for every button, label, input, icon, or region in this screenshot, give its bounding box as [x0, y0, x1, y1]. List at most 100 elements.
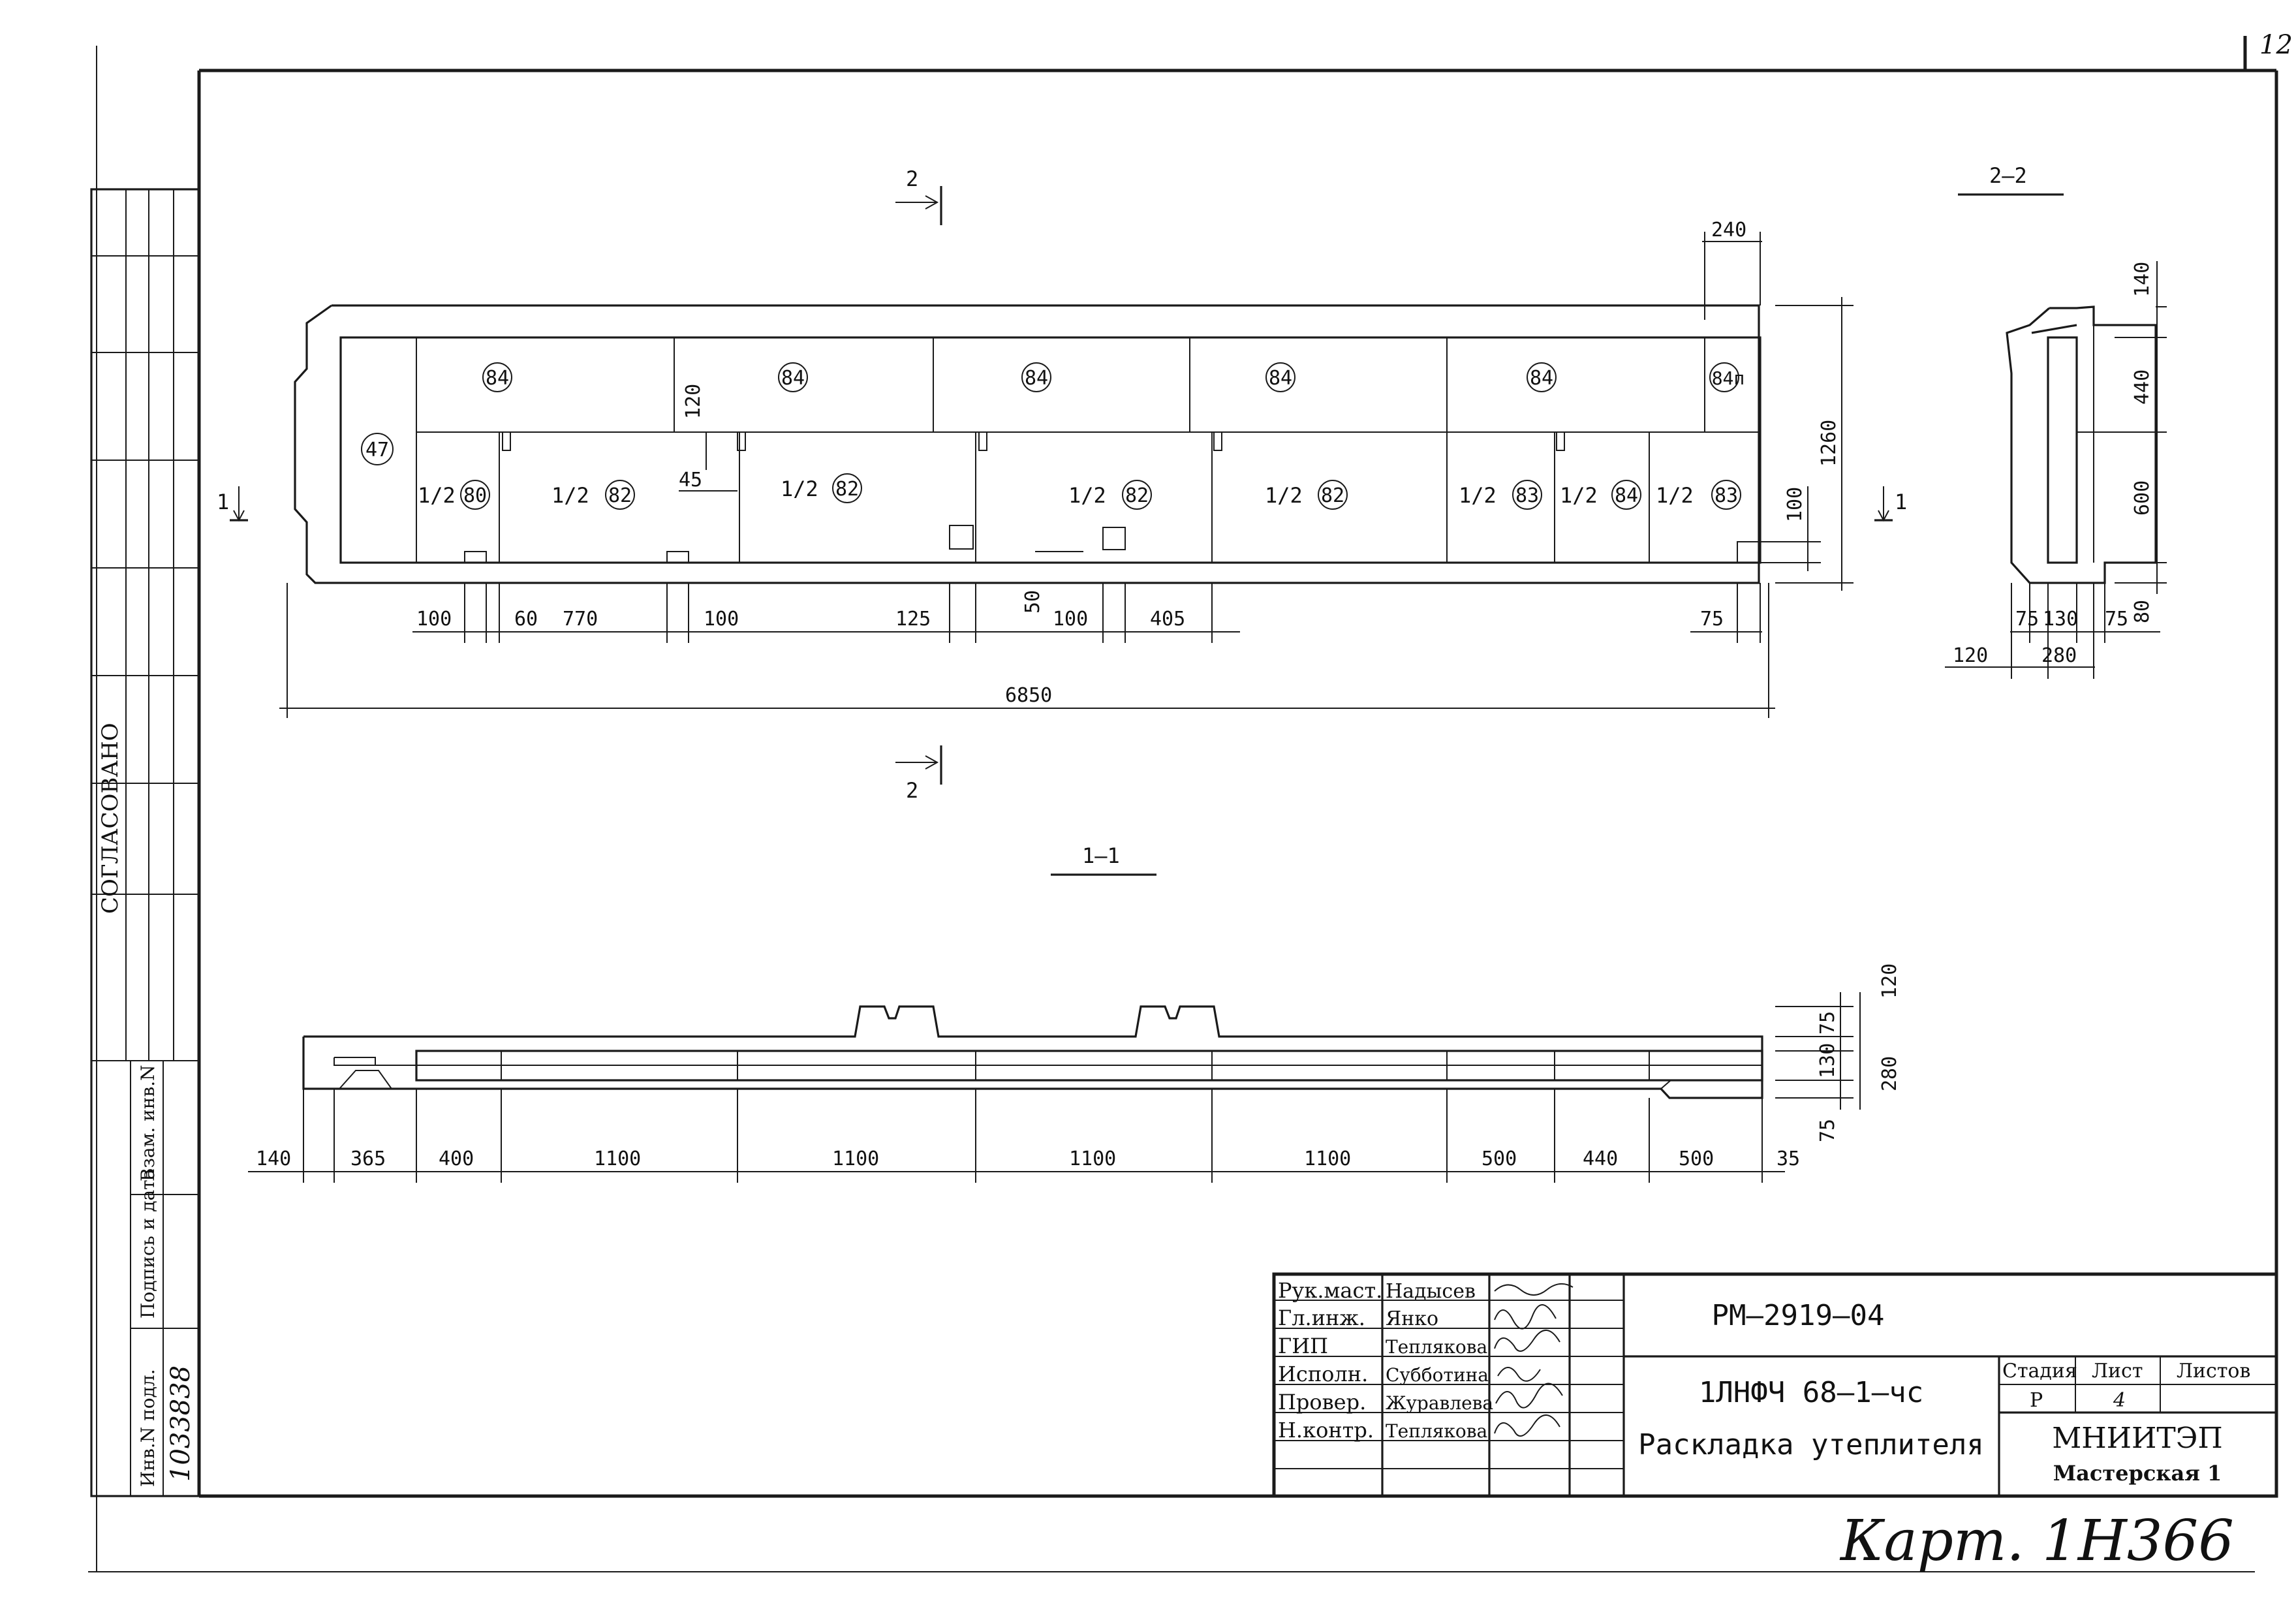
s22-dim: 75	[2015, 608, 2039, 631]
plan-top-mark: 84	[486, 367, 509, 390]
plan-dim-100: 100	[1784, 487, 1807, 522]
agreed-label: СОГЛАСОВАНО	[97, 723, 123, 914]
s11-dim: 1100	[594, 1148, 641, 1170]
plan-top-marks: 84 84 84 84 84 84п 47	[361, 362, 1745, 465]
lower-prefix: 1/2	[1068, 483, 1106, 508]
role-label: ГИП	[1278, 1334, 1328, 1358]
lower-mark: 82	[608, 484, 632, 507]
drawing-title: Раскладка утеплителя	[1638, 1428, 1984, 1461]
inv-orig-label: Инв.N подл.	[137, 1369, 159, 1487]
s11-dim: 130	[1816, 1043, 1839, 1078]
plan-lower-marks: 1/2 80 1/2 82 1/2 82 1/2 82 1/2 82 1/2 8…	[418, 473, 1741, 510]
stage-value: Р	[2030, 1389, 2043, 1412]
mark-circle	[1709, 362, 1739, 392]
plan-left-mark: 47	[365, 439, 389, 461]
dim-inner-50: 50	[1021, 590, 1044, 614]
handwritten-archive-note: Карт. 1Н366	[1839, 1508, 2234, 1574]
organization: МНИИТЭП	[2052, 1422, 2223, 1455]
signature-scribble	[1494, 1330, 1560, 1352]
lower-prefix: 1/2	[1265, 483, 1303, 508]
s11-dim: 120	[1878, 963, 1901, 999]
lower-prefix: 1/2	[781, 476, 818, 501]
sheet-frame	[88, 36, 2278, 1572]
mark-circle	[1711, 480, 1741, 510]
s22-dim: 600	[2131, 480, 2154, 516]
mark-circle	[1512, 480, 1542, 510]
signature-scribble	[1495, 1382, 1563, 1409]
section-1-1-view	[248, 992, 1861, 1183]
s11-dim: 75	[1816, 1119, 1839, 1142]
plan-dim: 100	[416, 608, 452, 631]
plan-view	[294, 304, 1761, 584]
title-block	[1272, 1272, 2278, 1498]
mark-circle	[1611, 480, 1641, 510]
plan-top-mark: 84	[1025, 367, 1048, 390]
s22-dim: 280	[2041, 644, 2077, 667]
s11-dim: 75	[1816, 1011, 1839, 1035]
mark-circle	[361, 433, 394, 465]
lower-prefix: 1/2	[1560, 483, 1598, 508]
cut-marker-1-left	[230, 486, 248, 522]
cut-marker-1-right	[1874, 486, 1893, 522]
plan-top-mark: 84	[1530, 367, 1553, 390]
s11-dim: 280	[1878, 1056, 1901, 1091]
mark-circle	[605, 480, 635, 510]
section-2-2-title: 2–2	[1989, 163, 2027, 188]
signature-scribble	[1494, 1414, 1560, 1437]
signatures	[1494, 1283, 1574, 1437]
role-label: Рук.маст.	[1278, 1278, 1382, 1303]
plan-dim-lines	[279, 232, 1854, 718]
role-label: Гл.инж.	[1278, 1305, 1365, 1330]
mark-circle	[460, 480, 490, 510]
s11-dim: 365	[350, 1148, 386, 1170]
mark-circle	[778, 362, 808, 392]
plan-dim-total: 6850	[1005, 684, 1052, 707]
plan-inner-dims	[679, 432, 1083, 552]
s11-dim: 440	[1583, 1148, 1618, 1170]
lower-prefix: 1/2	[418, 483, 456, 508]
s11-dim: 500	[1482, 1148, 1517, 1170]
plan-top-mark: 84	[781, 367, 805, 390]
lower-mark: 84	[1615, 484, 1638, 507]
dim-inner-45: 45	[679, 469, 702, 492]
lower-prefix: 1/2	[551, 483, 589, 508]
role-label: Провер.	[1278, 1390, 1366, 1414]
workshop: Мастерская 1	[2053, 1461, 2222, 1486]
lower-mark: 82	[835, 478, 859, 501]
s22-dim: 75	[2105, 608, 2128, 631]
signature-scribble	[1494, 1283, 1574, 1296]
plan-dim: 405	[1150, 608, 1185, 631]
lower-mark: 80	[463, 484, 487, 507]
plan-dim-1260: 1260	[1818, 420, 1840, 467]
inv-number: 1033838	[166, 1366, 196, 1482]
corner-sheet-number: 12	[2259, 30, 2293, 60]
s22-dim: 130	[2043, 608, 2078, 631]
s11-dim: 1100	[1069, 1148, 1116, 1170]
mark-circle	[1021, 362, 1051, 392]
sheet-value: 4	[2113, 1389, 2126, 1412]
s11-dim: 1100	[832, 1148, 879, 1170]
cut-1-left-label: 1	[217, 490, 229, 514]
s11-dim: 500	[1679, 1148, 1714, 1170]
replace-inv-label: Взам. инв.N	[137, 1065, 159, 1181]
cut-marker-2-bottom	[895, 745, 942, 785]
cut-2-bottom-label: 2	[906, 778, 918, 803]
sheets-label: Листов	[2177, 1360, 2250, 1382]
cut-1-right-label: 1	[1895, 490, 1907, 514]
plan-dim: 100	[1053, 608, 1088, 631]
plan-dim: 60	[514, 608, 538, 631]
s22-dim: 440	[2131, 369, 2154, 405]
plan-top-mark: 84	[1269, 367, 1292, 390]
lower-mark: 82	[1321, 484, 1344, 507]
lower-prefix: 1/2	[1459, 483, 1497, 508]
role-label: Н.контр.	[1278, 1418, 1374, 1443]
signature-scribble	[1494, 1304, 1557, 1330]
person-name: Надысев	[1386, 1280, 1476, 1303]
signature-scribble	[1497, 1367, 1541, 1382]
person-name: Субботина	[1386, 1364, 1489, 1386]
s11-dim: 140	[256, 1148, 291, 1170]
person-name: Теплякова	[1386, 1336, 1487, 1358]
plan-top-mark: 84п	[1712, 367, 1745, 389]
product-code: 1ЛНФЧ 68–1–чс	[1699, 1376, 1923, 1409]
